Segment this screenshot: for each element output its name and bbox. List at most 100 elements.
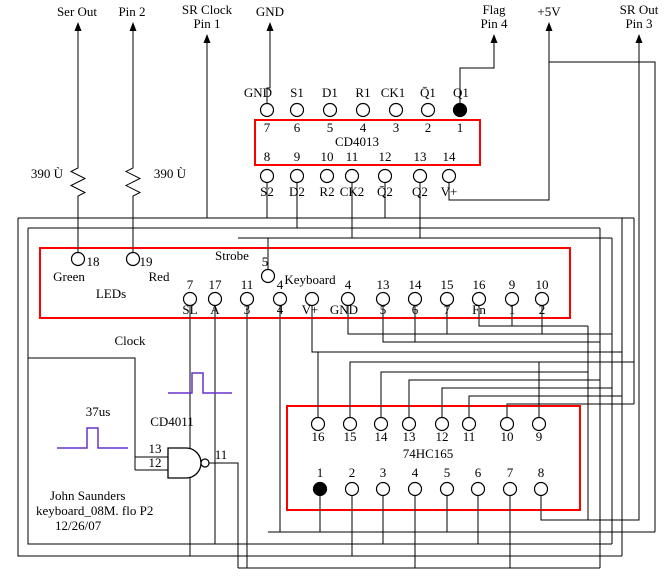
pulse-waveform-1 (168, 372, 232, 394)
footer-file: keyboard_08M. flo P2 (36, 503, 153, 518)
pin-circle (471, 291, 487, 307)
pin-circle (470, 481, 486, 497)
pin-number: 19 (140, 254, 153, 269)
pin-number: 13 (403, 429, 416, 444)
resistor-value-1: 390 Ù (31, 166, 64, 181)
pin-circle (310, 416, 326, 432)
pin-circle (340, 291, 356, 307)
pin-circle (534, 291, 550, 307)
pin-number: 11 (463, 429, 476, 444)
pin-circle (259, 168, 275, 184)
pin-number: 7 (264, 120, 271, 135)
footer-author: John Saunders (50, 488, 125, 503)
pin-label: Q1 (453, 85, 469, 100)
wiring (17, 28, 656, 569)
pulse-width-caption: 37us (86, 404, 111, 419)
pin-number: 10 (536, 277, 549, 292)
pin-number: 17 (209, 277, 223, 292)
resistor-symbols (69, 165, 142, 200)
pin-number: 3 (380, 465, 387, 480)
pin-label: 3 (244, 302, 251, 317)
pin-number: 14 (375, 429, 389, 444)
pin-circle (412, 168, 428, 184)
terminal-sr-clock: SR Clock (182, 2, 233, 17)
terminal-ser-out: Ser Out (57, 4, 97, 19)
resistor-value-2: 390 Ù (154, 166, 187, 181)
pin-circle (342, 416, 358, 432)
pin-label: S1 (290, 85, 304, 100)
pin-label: V+ (441, 184, 458, 199)
pin-number: 12 (149, 455, 162, 470)
pin-number: 6 (475, 465, 482, 480)
pin-number: 16 (473, 277, 487, 292)
terminal-sr-out: SR Out (620, 2, 659, 17)
pin-label: V+ (302, 302, 319, 317)
strobe-caption: Strobe (215, 248, 249, 263)
pin-number: 14 (443, 149, 457, 164)
pin-label: D1 (322, 85, 338, 100)
pin-circle (434, 416, 450, 432)
pin-number: 12 (379, 149, 392, 164)
pin-label: GND (244, 85, 272, 100)
pin-number: 2 (425, 120, 432, 135)
pin-circle (504, 291, 520, 307)
pin-circle (344, 481, 360, 497)
pin-number: 10 (321, 149, 334, 164)
pin-number: 4 (412, 465, 419, 480)
pin-label: R2 (319, 184, 334, 199)
pin-number: 7 (187, 277, 194, 292)
pin-label: GND (330, 302, 358, 317)
terminal-flag-pin: Pin 4 (480, 16, 508, 31)
pin-circle (373, 416, 389, 432)
pin-label: Q2 (412, 184, 428, 199)
pin-number: 1 (317, 465, 324, 480)
footer-date: 12/26/07 (55, 518, 102, 533)
pin-circle (407, 291, 423, 307)
pin-number: 11 (241, 277, 254, 292)
pin-label: CK2 (340, 184, 365, 199)
pin-circle-filled (312, 481, 328, 497)
pin-circles (70, 102, 550, 497)
pin-number: 3 (393, 120, 400, 135)
pin-number: 4 (277, 277, 284, 292)
pin-label: 1 (509, 302, 516, 317)
pin-circle (70, 251, 86, 267)
pin-label: Q̄1 (420, 85, 436, 100)
pin-circle (375, 481, 391, 497)
cd4013-box (254, 119, 481, 166)
pin-circle (407, 481, 423, 497)
pin-number: 5 (444, 465, 451, 480)
pin-label: Q̄2 (377, 184, 393, 199)
pin-circle (322, 102, 338, 118)
pin-label: R1 (355, 85, 370, 100)
pin-label: Fn (472, 302, 486, 317)
pin-number: 11 (215, 447, 228, 462)
pin-label: 6 (412, 302, 419, 317)
pin-number: 2 (349, 465, 356, 480)
pin-circle (420, 102, 436, 118)
pin-circle (289, 102, 305, 118)
pin-circle (377, 168, 393, 184)
pin-label: 5 (380, 302, 387, 317)
pin-number: 18 (87, 254, 100, 269)
hc165-box (286, 405, 581, 511)
pin-circle (289, 168, 305, 184)
pin-circle (182, 291, 198, 307)
pin-number: 9 (536, 429, 543, 444)
pin-number: 13 (149, 441, 162, 456)
pin-circle (344, 168, 360, 184)
clock-caption: Clock (114, 333, 146, 348)
pin-circle (502, 481, 518, 497)
pin-label: SL (182, 302, 197, 317)
pin-number: 5 (327, 120, 334, 135)
pin-number: 5 (262, 254, 269, 269)
pin-circle (260, 268, 276, 284)
pin-label: 7 (444, 302, 451, 317)
pin-label: D2 (289, 184, 305, 199)
pin-circle (304, 291, 320, 307)
hc165-title: 74HC165 (403, 446, 454, 461)
pin-circle (439, 481, 455, 497)
pulse-waveform-2 (57, 427, 128, 449)
pin-label: 2 (539, 302, 546, 317)
